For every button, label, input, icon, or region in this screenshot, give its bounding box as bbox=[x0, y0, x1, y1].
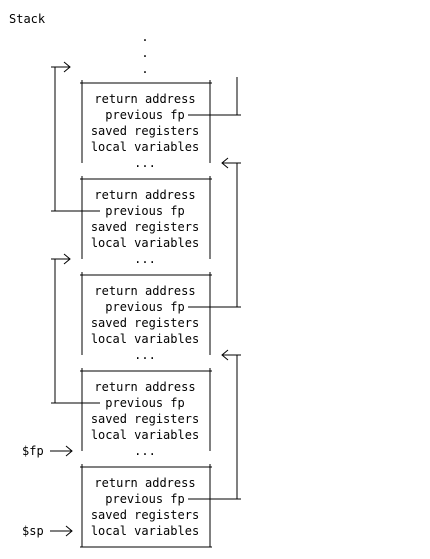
arrow-head-icon bbox=[65, 525, 73, 537]
stack-frame: return address previous fp saved registers… bbox=[80, 368, 212, 458]
stack-frame: return address previous fp saved registers… bbox=[80, 464, 212, 547]
frame-row-label: saved registers bbox=[91, 220, 199, 234]
frame-row-label: previous fp bbox=[105, 204, 184, 218]
stack-frame: return address previous fp saved registers… bbox=[80, 176, 212, 266]
stack-frame: return address previous fp saved registers… bbox=[80, 272, 212, 362]
arrow-head-icon bbox=[221, 157, 229, 169]
frame-row-label: local variables bbox=[91, 332, 199, 346]
frame-row-label: ... bbox=[134, 252, 156, 266]
frame-row-label: previous fp bbox=[105, 300, 184, 314]
diagram-title: Stack bbox=[9, 12, 46, 26]
frame-row-label: local variables bbox=[91, 428, 199, 442]
frame-row-label: previous fp bbox=[105, 492, 184, 506]
register-pointers: $fp $sp bbox=[22, 444, 73, 538]
frame-row-label: saved registers bbox=[91, 412, 199, 426]
frame-row-label: saved registers bbox=[91, 508, 199, 522]
fp-chain-left-2 bbox=[54, 258, 100, 404]
sp-pointer-label: $sp bbox=[22, 524, 44, 538]
frame-row-label: return address bbox=[94, 476, 195, 490]
arrow-head-icon bbox=[65, 445, 73, 457]
frame-row-label: previous fp bbox=[105, 396, 184, 410]
arrow-head-icon bbox=[63, 61, 71, 73]
frame-row-label: local variables bbox=[91, 140, 199, 154]
frame-row-label: ... bbox=[134, 444, 156, 458]
frame-row-label: return address bbox=[94, 92, 195, 106]
frame-row-label: local variables bbox=[91, 524, 199, 538]
fp-chain-right-3 bbox=[188, 354, 238, 500]
frame-row-label: return address bbox=[94, 380, 195, 394]
arrow-head-icon bbox=[221, 349, 229, 361]
fp-pointer-label: $fp bbox=[22, 444, 44, 458]
arrow-head-icon bbox=[63, 253, 71, 265]
continuation-dot: . bbox=[141, 46, 148, 60]
continuation-dot: . bbox=[141, 30, 148, 44]
frame-row-label: return address bbox=[94, 284, 195, 298]
frame-row-label: saved registers bbox=[91, 316, 199, 330]
frame-row-label: return address bbox=[94, 188, 195, 202]
stack-frames: return address previous fp saved registers… bbox=[80, 80, 212, 548]
frame-row-label: ... bbox=[134, 348, 156, 362]
frame-row-label: saved registers bbox=[91, 124, 199, 138]
frame-row-label: previous fp bbox=[105, 108, 184, 122]
frame-links bbox=[51, 61, 241, 500]
stack-frame: return address previous fp saved registers… bbox=[80, 80, 212, 170]
fp-chain-left-1 bbox=[54, 66, 100, 212]
frame-row-label: ... bbox=[134, 156, 156, 170]
frame-row-label: local variables bbox=[91, 236, 199, 250]
continuation-dots: . . . bbox=[141, 30, 148, 76]
continuation-dot: . bbox=[141, 62, 148, 76]
